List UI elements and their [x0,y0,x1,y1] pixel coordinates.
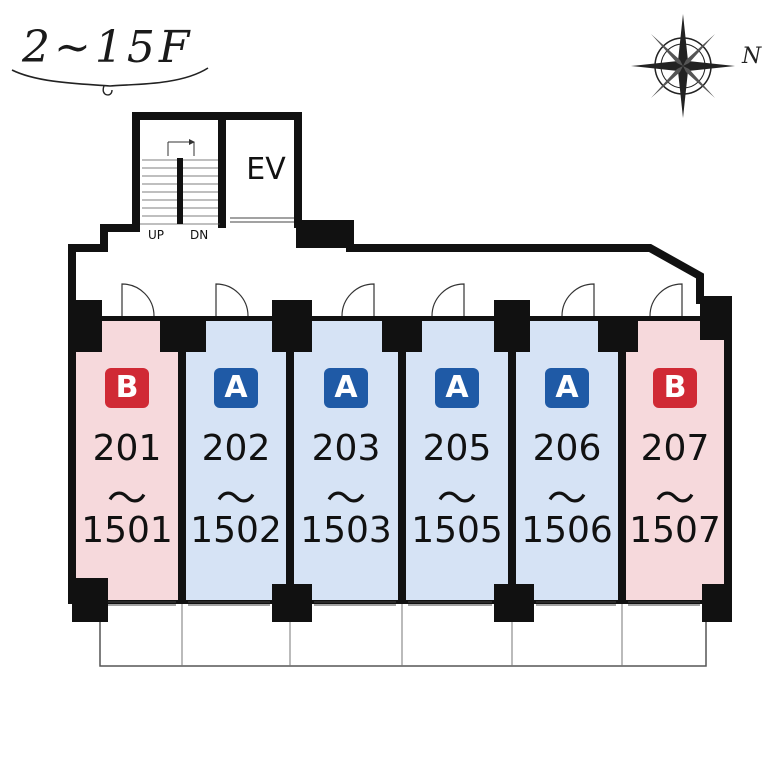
unit-range-separator: ～ [216,476,256,522]
unit-type-badge: A [545,368,589,408]
floor-title: 2~15F [22,22,194,73]
unit-type-badge: B [653,368,697,408]
unit-number-end: 1505 [411,510,503,551]
unit-number-start: 203 [311,428,381,469]
columns [72,224,732,622]
unit-type-badge: A [214,368,258,408]
unit-fill-201 [76,320,178,600]
unit-range-separator: ～ [437,476,477,522]
balcony [99,599,707,667]
unit-range-separator: ～ [326,476,366,522]
unit-type-badge: A [324,368,368,408]
unit-fill-202 [186,320,286,600]
unit-range-separator: ～ [547,476,587,522]
unit-number-start: 206 [532,428,602,469]
stair-up-label: UP [148,228,165,242]
unit-number-start: 202 [201,428,271,469]
elevator-shaft [230,217,294,223]
unit-number-end: 1503 [300,510,392,551]
stair-core [140,116,226,228]
unit-fill-205 [406,320,508,600]
unit-number-start: 207 [640,428,710,469]
unit-number-end: 1507 [629,510,721,551]
corridor-doors [121,283,683,317]
unit-type-badge: B [105,368,149,408]
unit-type-badge: A [435,368,479,408]
unit-number-end: 1506 [521,510,613,551]
elevator-label: EV [246,152,286,187]
unit-range-separator: ～ [107,476,147,522]
unit-range-separator: ～ [655,476,695,522]
stair-down-label: DN [190,228,209,242]
balcony-windows [108,601,700,606]
north-label: N [742,44,762,69]
unit-fill-207 [626,320,724,600]
unit-number-end: 1502 [190,510,282,551]
unit-number-start: 205 [422,428,492,469]
unit-fills [76,320,724,600]
unit-fill-203 [294,320,398,600]
unit-number-end: 1501 [81,510,173,551]
unit-fill-206 [516,320,618,600]
unit-number-start: 201 [92,428,162,469]
